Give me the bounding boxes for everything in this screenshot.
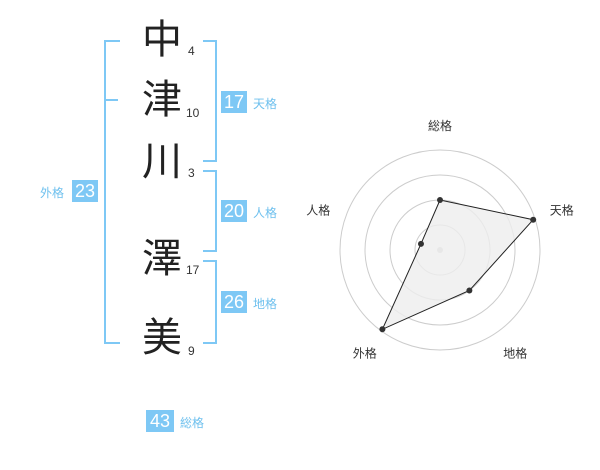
gaikaku-bracket-tick [104, 99, 118, 101]
radar-polygon [381, 199, 535, 331]
soukaku-value-badge: 43 [146, 410, 174, 432]
tenkaku-value-badge: 17 [221, 91, 247, 113]
stroke-count-2: 10 [186, 106, 200, 120]
stroke-count-3: 3 [188, 166, 195, 180]
radar-points [379, 197, 537, 333]
name-char-2: 津 [142, 77, 182, 123]
stroke-count-1: 4 [188, 44, 195, 58]
tenkaku-label: 天格 [253, 97, 278, 111]
stroke-count-4: 17 [186, 263, 200, 277]
radar-point-3 [466, 287, 473, 294]
radar-point-1 [437, 197, 443, 203]
name-char-3: 川 [142, 139, 182, 185]
gaikaku-bracket [104, 40, 120, 344]
gaikaku-label: 外格 [40, 186, 65, 200]
radar-ring [364, 174, 516, 326]
stroke-count-5: 9 [188, 344, 195, 358]
radar-point-5 [417, 240, 424, 247]
name-char-5: 美 [142, 315, 182, 361]
radar-axis-label-1: 総格 [428, 118, 452, 133]
chikaku-value-badge: 26 [221, 291, 247, 313]
radar-axis-label-3: 地格 [503, 346, 527, 361]
soukaku-label: 総格 [180, 416, 205, 430]
chikaku-label: 地格 [253, 297, 278, 311]
radar-point-4 [379, 326, 386, 333]
radar-axis-label-5: 人格 [306, 202, 330, 217]
radar-point-2 [530, 216, 537, 223]
jinkaku-bracket [203, 170, 217, 252]
radar-axis-label-2: 天格 [550, 202, 574, 217]
name-char-4: 澤 [142, 236, 182, 282]
radar-axis-label-4: 外格 [353, 346, 377, 361]
gaikaku-value-badge: 23 [72, 180, 98, 202]
jinkaku-label: 人格 [253, 206, 278, 220]
radar-ring [339, 149, 541, 351]
chikaku-bracket [203, 260, 217, 344]
jinkaku-value-badge: 20 [221, 200, 247, 222]
name-char-1: 中 [142, 17, 182, 63]
tenkaku-bracket [203, 40, 217, 162]
